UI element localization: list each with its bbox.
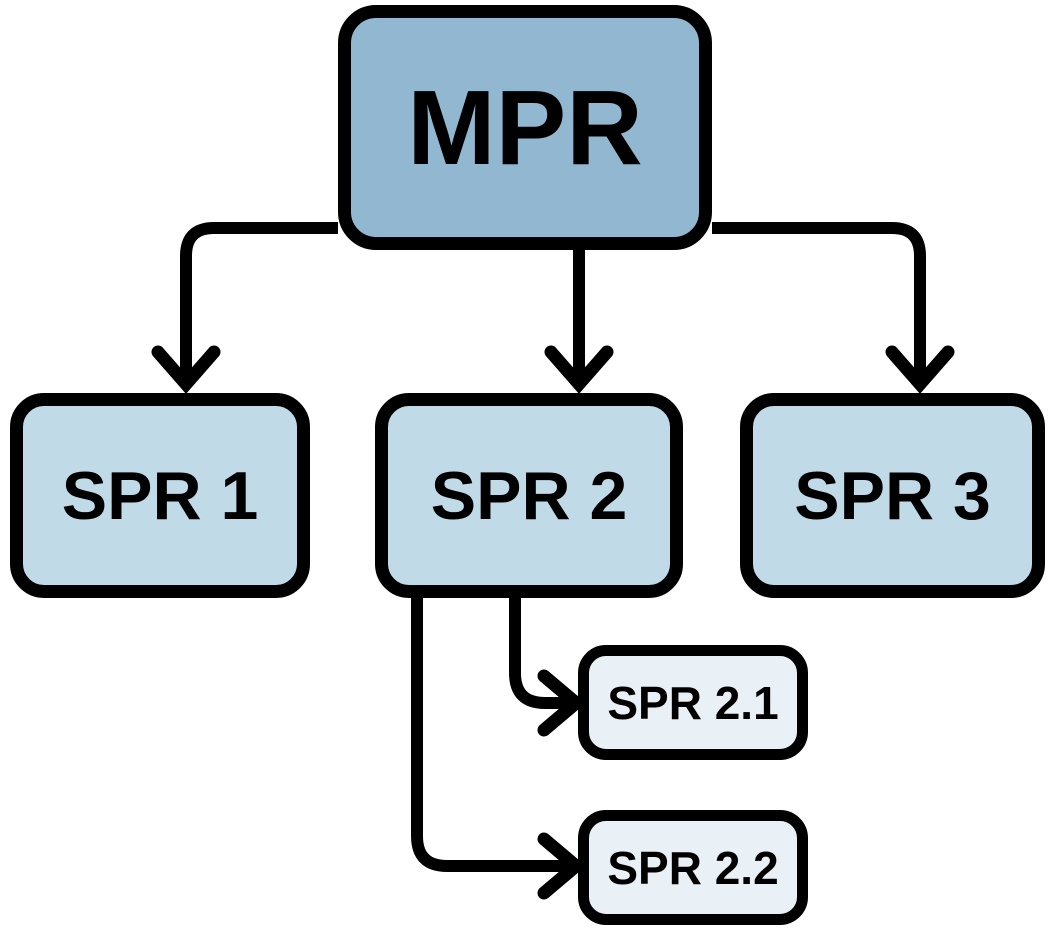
arrowhead-right-icon bbox=[537, 669, 587, 737]
node-spr-1-label: SPR 1 bbox=[61, 457, 259, 534]
edge-spr2-to-spr21 bbox=[509, 596, 587, 737]
node-mpr-label: MPR bbox=[407, 68, 643, 187]
node-spr-2-1-label: SPR 2.1 bbox=[607, 676, 779, 729]
node-mpr: MPR bbox=[338, 5, 712, 250]
node-spr-2: SPR 2 bbox=[375, 393, 683, 598]
edge-spr2-to-spr22 bbox=[411, 596, 587, 900]
node-spr-3-label: SPR 3 bbox=[794, 457, 991, 534]
arrowhead-down-icon bbox=[885, 345, 955, 394]
edge-mpr-to-spr2 bbox=[544, 248, 614, 394]
node-spr-1: SPR 1 bbox=[10, 393, 310, 598]
node-spr-2-2-label: SPR 2.2 bbox=[607, 841, 779, 894]
edge-mpr-to-spr3 bbox=[712, 222, 955, 394]
arrowhead-down-icon bbox=[151, 345, 221, 394]
node-spr-3: SPR 3 bbox=[740, 393, 1045, 598]
arrowhead-down-icon bbox=[544, 345, 614, 394]
edge-mpr-to-spr1 bbox=[151, 222, 338, 394]
node-spr-2-1: SPR 2.1 bbox=[578, 645, 808, 760]
arrowhead-right-icon bbox=[537, 832, 587, 900]
node-spr-2-2: SPR 2.2 bbox=[578, 810, 808, 925]
node-spr-2-label: SPR 2 bbox=[430, 457, 628, 534]
